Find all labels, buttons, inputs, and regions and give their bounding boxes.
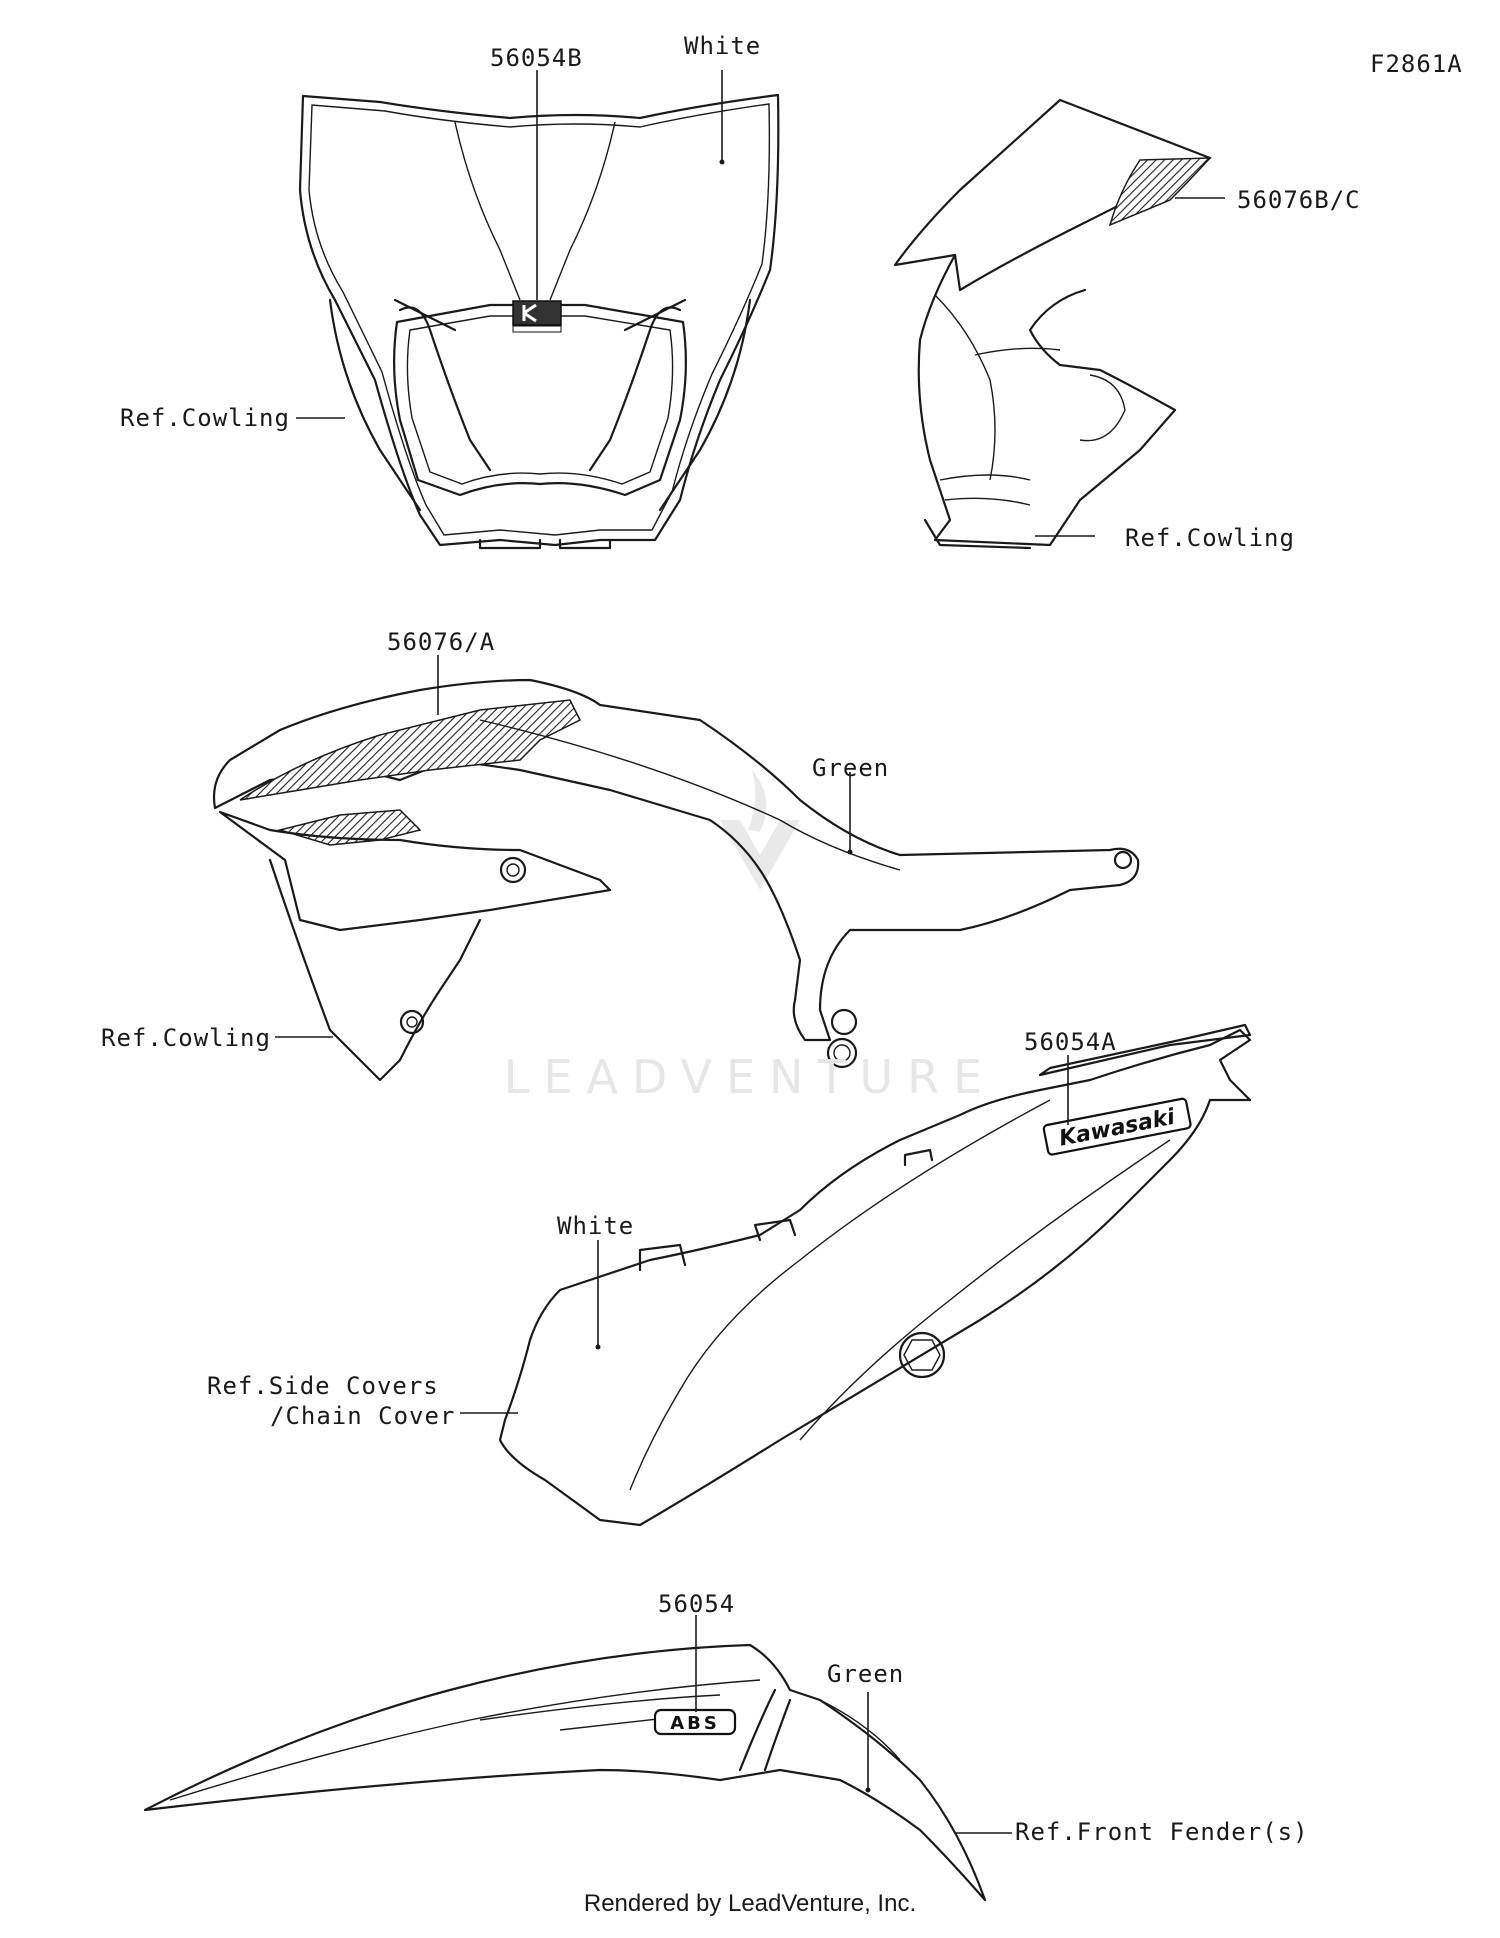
headlight-cowling: [298, 93, 780, 550]
label-chain-cover: /Chain Cover: [270, 1402, 456, 1430]
footer-credit: Rendered by LeadVenture, Inc.: [583, 1890, 917, 1917]
label-green-mid: Green: [812, 754, 890, 782]
label-ref-cowling-2: Ref.Cowling: [1125, 524, 1295, 552]
label-56054a: 56054A: [1024, 1028, 1117, 1056]
label-ref-cowling-1: Ref.Cowling: [120, 404, 290, 432]
kawasaki-decal: Kawasaki: [1042, 1097, 1192, 1156]
abs-decal-text: ABS: [670, 1713, 720, 1734]
side-shroud-upper: [893, 98, 1212, 550]
radiator-shroud: [212, 678, 1140, 1082]
front-fender: ABS: [143, 1643, 987, 1902]
label-56076a: 56076/A: [387, 628, 496, 656]
label-ref-front-fender: Ref.Front Fender(s): [1015, 1818, 1309, 1846]
leader-lines: [275, 70, 1225, 1834]
watermark-logo-icon: [720, 770, 800, 890]
label-white-mid: White: [557, 1212, 635, 1240]
watermark-text: LEADVENTURE: [503, 1050, 997, 1104]
label-56054: 56054: [658, 1590, 736, 1618]
label-56076bc: 56076B/C: [1237, 186, 1361, 214]
label-white-top: White: [684, 32, 762, 60]
label-ref-side-covers: Ref.Side Covers: [207, 1372, 439, 1400]
label-ref-cowling-3: Ref.Cowling: [101, 1024, 271, 1052]
label-56054b: 56054B: [490, 44, 583, 72]
label-green-bottom: Green: [827, 1660, 905, 1688]
figure-code: F2861A: [1370, 50, 1463, 78]
abs-decal: ABS: [653, 1708, 737, 1736]
